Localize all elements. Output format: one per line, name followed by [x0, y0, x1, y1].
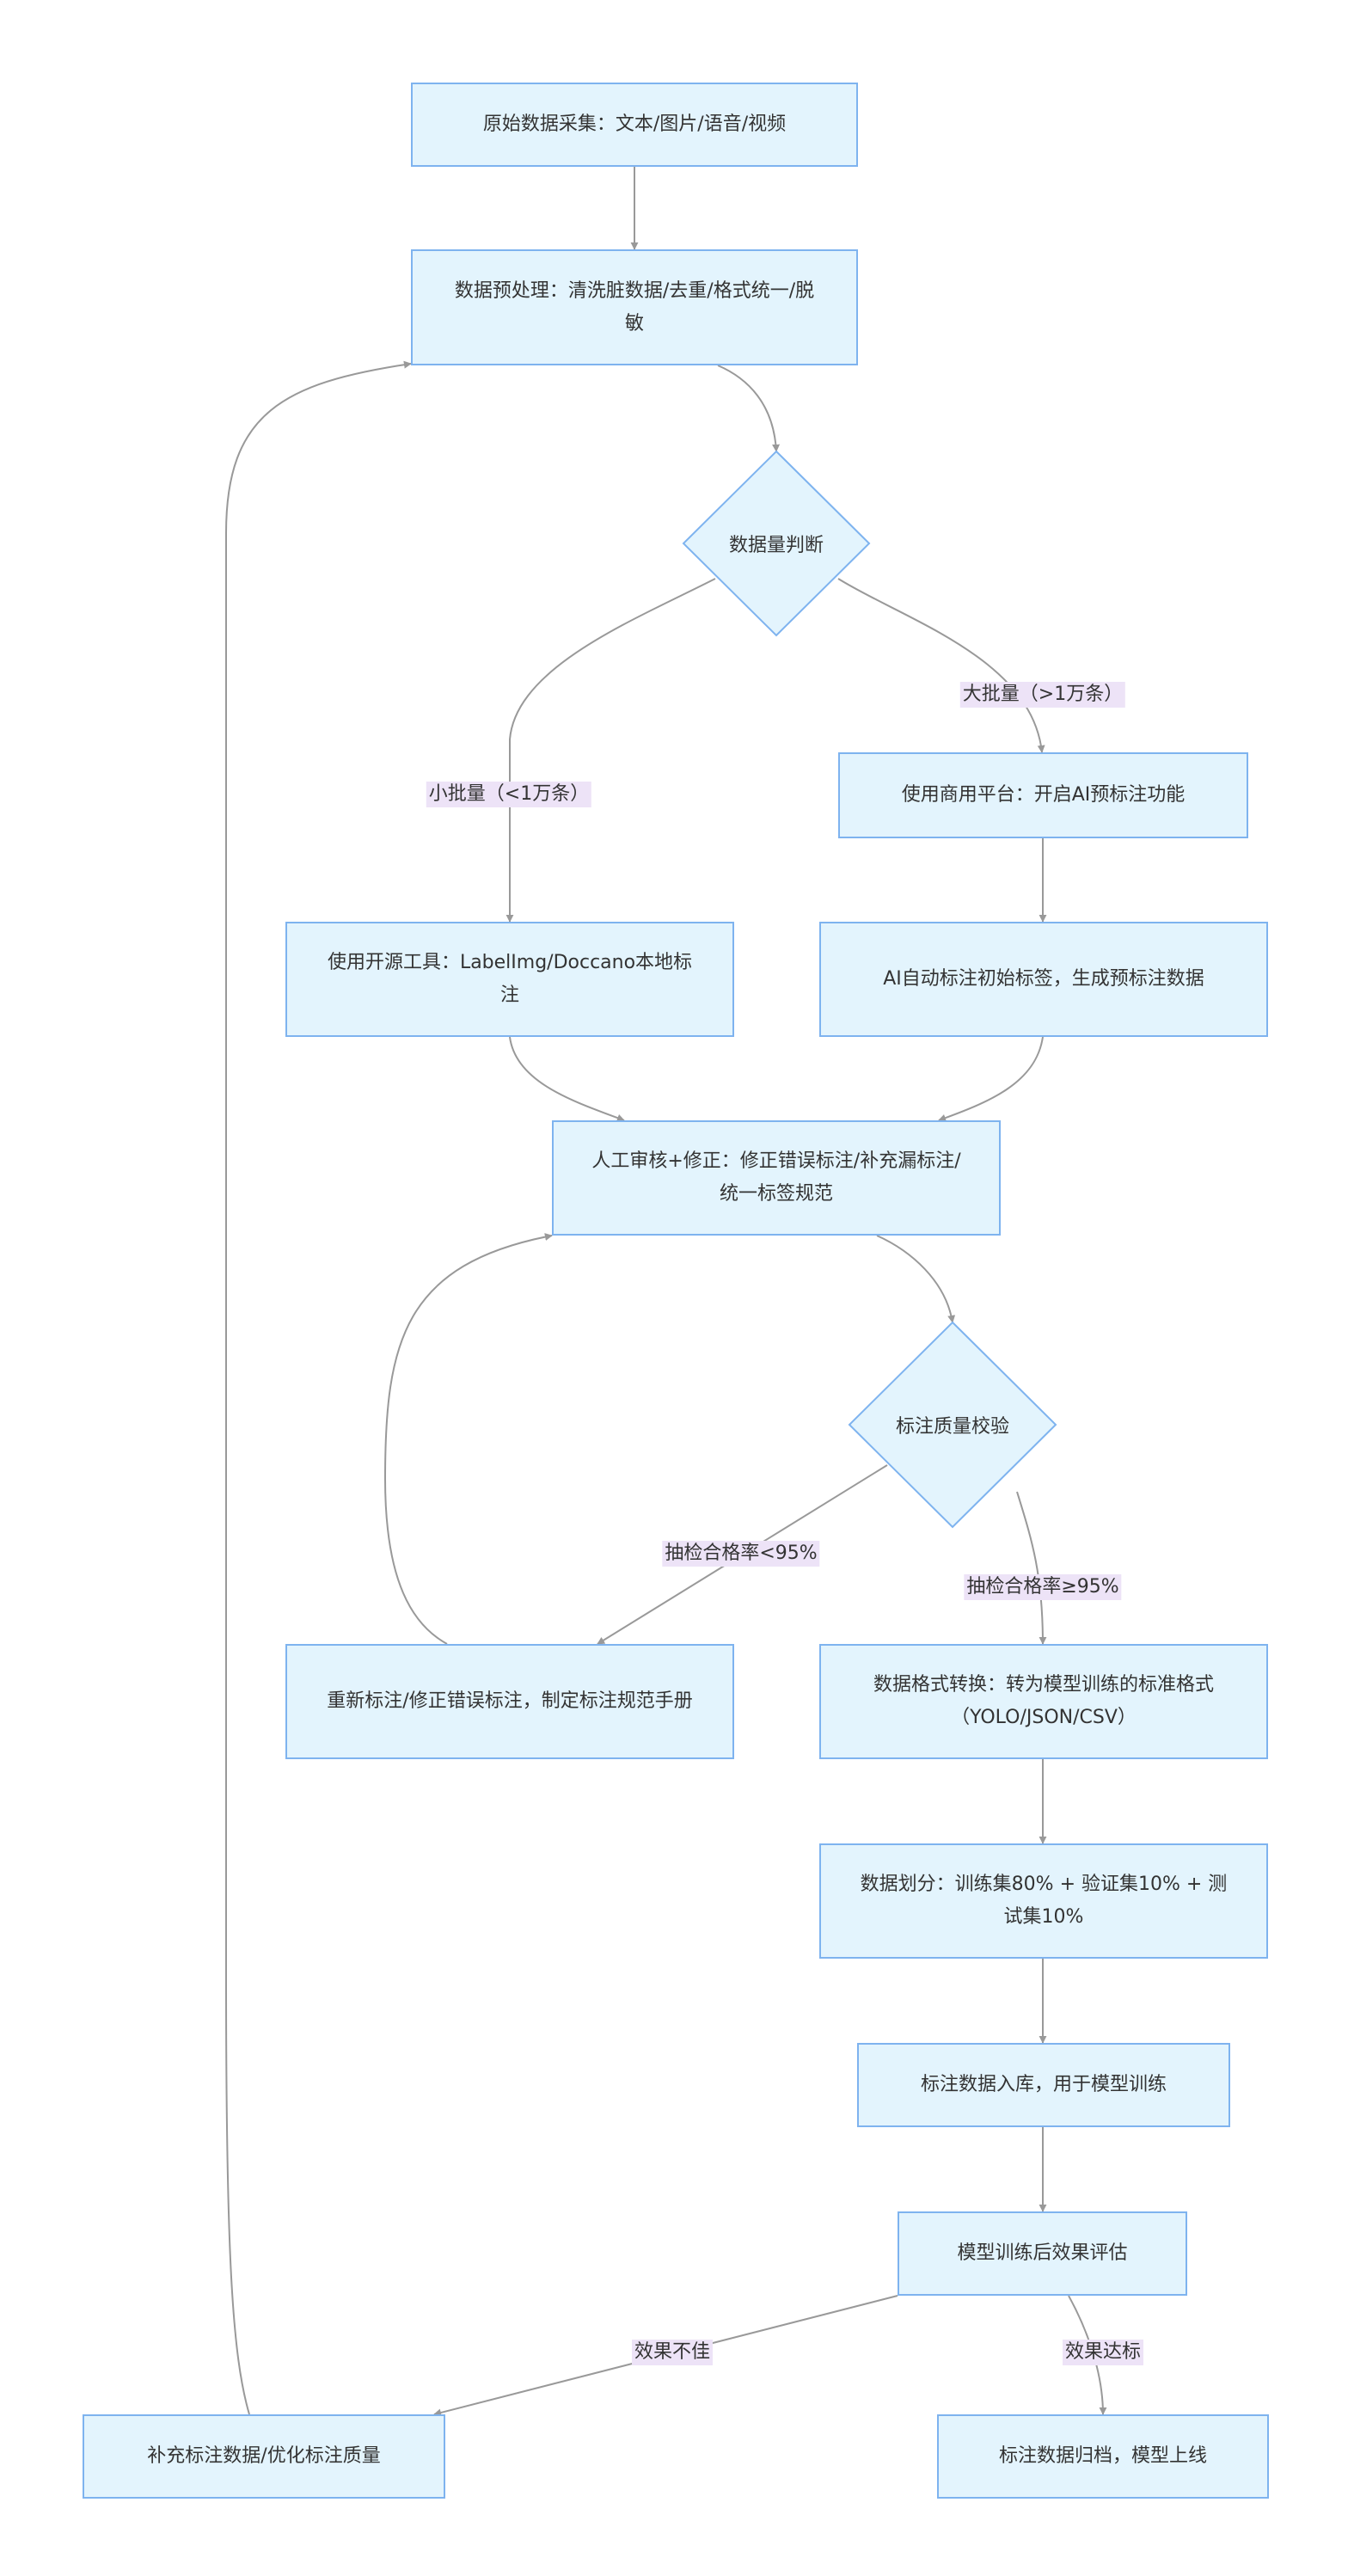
edge-label-pass-low: 抽检合格率<95%: [662, 1541, 820, 1567]
edge-volume-opensource: [506, 578, 716, 923]
edge-label-small-batch: 小批量（<1万条）: [426, 782, 592, 807]
node-quality-check: 标注质量校验: [895, 1416, 1010, 1438]
node-commercial-platform: 使用商用平台：开启AI预标注功能: [838, 752, 1248, 838]
quality-check-diamond: [848, 1321, 1057, 1529]
node-evaluate: 模型训练后效果评估: [898, 2211, 1187, 2296]
edge-quality-format: [1016, 1491, 1047, 1645]
node-volume-check: 数据量判断: [728, 535, 824, 556]
node-format-convert: 数据格式转换：转为模型训练的标准格式（YOLO/JSON/CSV）: [819, 1644, 1268, 1759]
node-relabel: 重新标注/修正错误标注，制定标注规范手册: [285, 1644, 734, 1759]
edge-label-bad-result: 效果不佳: [631, 2340, 714, 2365]
node-preprocess: 数据预处理：清洗脏数据/去重/格式统一/脱敏: [411, 249, 858, 365]
node-supplement: 补充标注数据/优化标注质量: [83, 2414, 445, 2499]
node-archive: 标注数据归档，模型上线: [937, 2414, 1269, 2499]
node-open-source-tool: 使用开源工具：LabelImg/Doccano本地标注: [285, 922, 734, 1037]
node-collect: 原始数据采集：文本/图片/语音/视频: [411, 83, 858, 167]
volume-check-diamond: [682, 450, 871, 637]
edge-label-good-result: 效果达标: [1062, 2340, 1144, 2365]
edge-ai-review: [938, 1036, 1044, 1122]
node-store: 标注数据入库，用于模型训练: [857, 2043, 1230, 2127]
node-split: 数据划分：训练集80% + 验证集10% + 测试集10%: [819, 1843, 1268, 1959]
edge-volume-commercial: [837, 578, 1045, 753]
node-ai-prelabel: AI自动标注初始标签，生成预标注数据: [819, 922, 1268, 1037]
node-manual-review: 人工审核+修正：修正错误标注/补充漏标注/统一标签规范: [552, 1120, 1001, 1236]
edge-supplement-preprocess: [225, 360, 412, 2415]
edge-relabel-review: [383, 1233, 553, 1645]
edge-opensource-review: [509, 1036, 625, 1122]
edge-preprocess-volume: [717, 365, 781, 452]
edge-label-pass-high: 抽检合格率≥95%: [964, 1574, 1122, 1600]
edge-label-large-batch: 大批量（>1万条）: [959, 682, 1126, 708]
edge-review-quality: [876, 1235, 956, 1323]
